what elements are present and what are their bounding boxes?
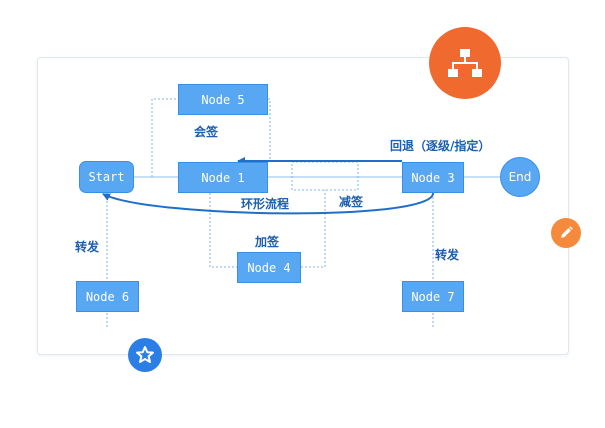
label-forward-left: 转发 [75, 240, 100, 254]
flowchart-icon [448, 49, 482, 77]
label-forward-right: 转发 [435, 248, 460, 262]
remove-sign-box [291, 161, 359, 191]
label-rollback: 回退（逐级/指定） [390, 139, 491, 153]
star-icon [136, 346, 154, 363]
label-remove-sign: 减签 [339, 195, 364, 209]
node-5[interactable]: Node 5 [178, 84, 268, 115]
edge-node5-left [151, 98, 178, 177]
label-loop-flow: 环形流程 [241, 197, 290, 211]
label-add-sign: 加签 [255, 235, 280, 249]
node-end[interactable]: End [500, 157, 540, 197]
pencil-icon [561, 226, 573, 238]
edge-node4-left [209, 193, 237, 268]
flowchart-badge[interactable] [429, 27, 501, 99]
node-6[interactable]: Node 6 [76, 281, 139, 312]
favorite-badge[interactable] [128, 338, 162, 372]
label-countersign: 会签 [194, 125, 219, 139]
node-3[interactable]: Node 3 [402, 162, 464, 193]
edit-badge[interactable] [551, 218, 581, 248]
loop-arrow [102, 192, 435, 215]
node-1[interactable]: Node 1 [178, 162, 268, 193]
edge-node5-right [268, 98, 271, 162]
node-start[interactable]: Start [79, 161, 134, 193]
edge-node4-right [301, 190, 326, 268]
node-4[interactable]: Node 4 [237, 252, 301, 283]
node-7[interactable]: Node 7 [402, 281, 464, 312]
